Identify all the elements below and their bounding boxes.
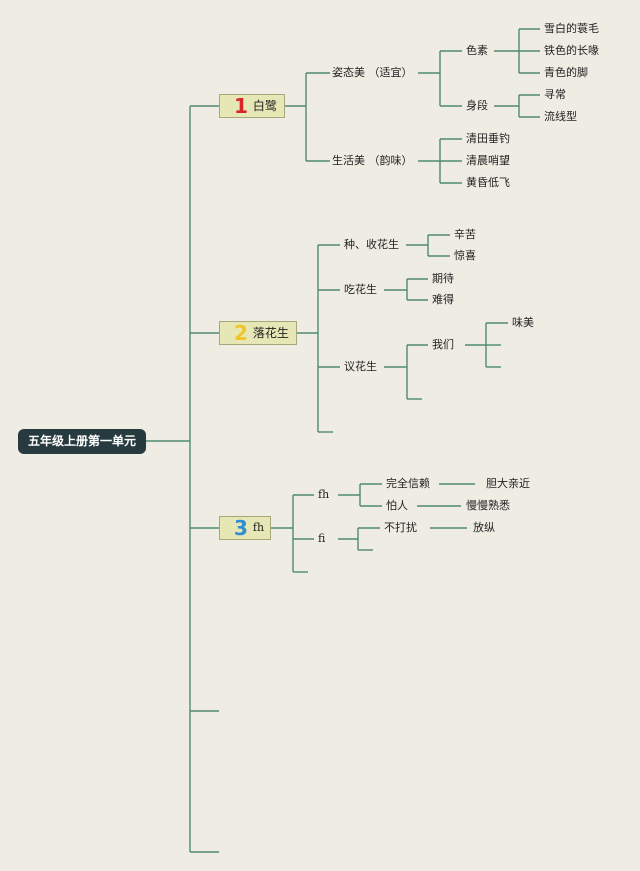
color-label[interactable]: 色素 — [466, 44, 488, 57]
beauty1-label[interactable]: 姿态美 （适宜） — [332, 66, 413, 79]
eat-label[interactable]: 吃花生 — [344, 283, 377, 296]
branch-2-label: 落花生 — [252, 326, 289, 340]
branch-1-node[interactable]: 1 白鹭 — [219, 94, 285, 118]
fh-label[interactable]: fh — [318, 488, 330, 501]
color-item-1[interactable]: 雪白的蓑毛 — [544, 22, 599, 35]
branch-3-label: fh — [252, 521, 265, 534]
discuss-label[interactable]: 议花生 — [344, 360, 377, 373]
root-node[interactable]: 五年级上册第一单元 — [18, 429, 146, 454]
color-item-2[interactable]: 铁色的长喙 — [544, 44, 599, 57]
we-item-1[interactable]: 味美 — [512, 316, 534, 329]
plant-label[interactable]: 种、收花生 — [344, 238, 399, 251]
plant-item-1[interactable]: 辛苦 — [454, 228, 476, 241]
fi-result-1-label[interactable]: 放纵 — [473, 521, 495, 534]
fi-label[interactable]: fi — [318, 532, 326, 545]
branch-1-label: 白鹭 — [252, 99, 277, 113]
branch-1-number: 1 — [234, 94, 248, 118]
branch-2-number: 2 — [234, 321, 248, 345]
we-label[interactable]: 我们 — [432, 338, 454, 351]
fh-item-1[interactable]: 完全信赖 — [386, 477, 430, 490]
beauty2-item-2[interactable]: 清晨哨望 — [466, 154, 510, 167]
beauty2-item-1[interactable]: 清田垂钓 — [466, 132, 510, 145]
fi-item-1[interactable]: 不打扰 — [384, 521, 417, 534]
branch-3-node[interactable]: 3 fh — [219, 516, 271, 540]
eat-item-2[interactable]: 难得 — [432, 293, 454, 306]
fh-result-1-label[interactable]: 胆大亲近 — [486, 477, 530, 490]
beauty2-label[interactable]: 生活美 （韵味） — [332, 154, 413, 167]
fh-result-2-label[interactable]: 慢慢熟悉 — [466, 499, 510, 512]
beauty2-item-3[interactable]: 黄昏低飞 — [466, 176, 510, 189]
branch-3-number: 3 — [234, 516, 248, 540]
body-item-1[interactable]: 寻常 — [544, 88, 566, 101]
branch-2-node[interactable]: 2 落花生 — [219, 321, 297, 345]
plant-item-2[interactable]: 惊喜 — [454, 249, 476, 262]
fh-item-2[interactable]: 怕人 — [386, 499, 408, 512]
color-item-3[interactable]: 青色的脚 — [544, 66, 588, 79]
body-item-2[interactable]: 流线型 — [544, 110, 577, 123]
eat-item-1[interactable]: 期待 — [432, 272, 454, 285]
body-label[interactable]: 身段 — [466, 99, 488, 112]
